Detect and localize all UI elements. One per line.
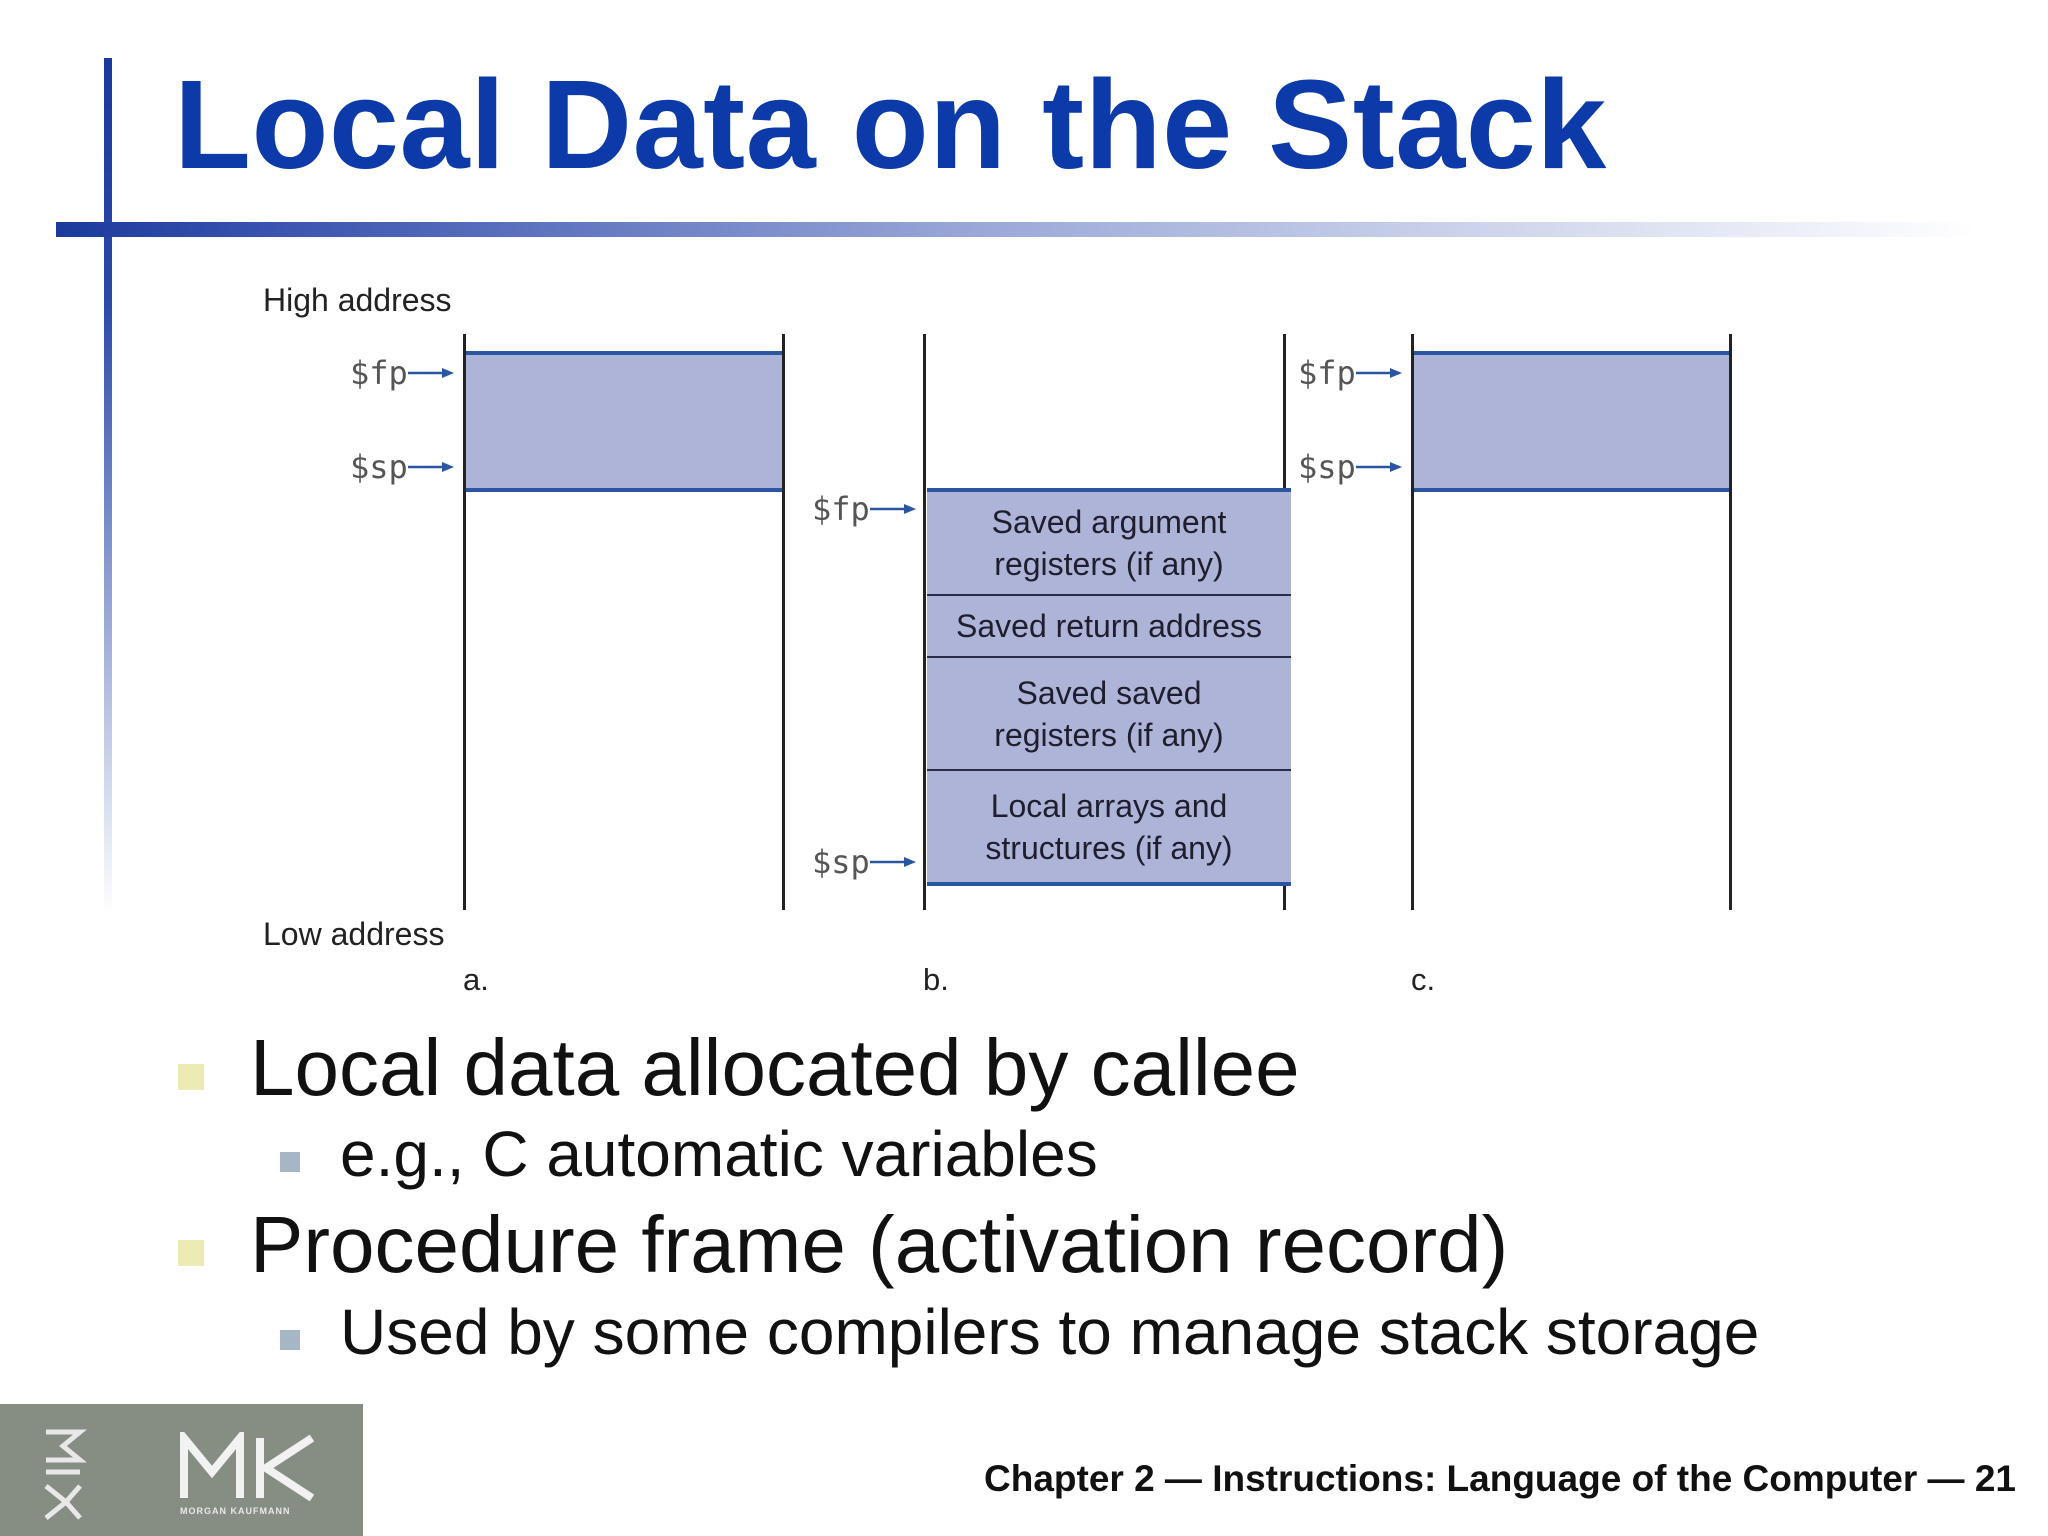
panel-a-fp-label: $fp — [350, 354, 408, 392]
bullet-square-icon — [178, 1064, 204, 1090]
sub-bullet-text: Used by some compilers to manage stack s… — [340, 1296, 1760, 1368]
panel-c-fp-arrow-icon — [1356, 368, 1402, 378]
bullet-text: Local data allocated by callee — [250, 1023, 1300, 1112]
panel-b-label: b. — [923, 962, 949, 997]
frame-segment-local-arrays: Local arrays and structures (if any) — [927, 771, 1291, 886]
logo-subtitle: MORGAN KAUFMANN — [180, 1506, 291, 1516]
slide-footer: Chapter 2 — Instructions: Language of th… — [984, 1458, 2016, 1499]
frame-segment-saved-registers: Saved saved registers (if any) — [927, 658, 1291, 771]
panel-b-sp-arrow-icon — [870, 857, 916, 867]
panel-a-sp-arrow-icon — [408, 462, 454, 472]
mk-logo-icon — [180, 1432, 315, 1502]
panel-a-frame-block — [466, 351, 782, 492]
sub-bullet-square-icon — [280, 1152, 300, 1172]
high-address-label: High address — [263, 282, 452, 318]
panel-c-right-rail — [1729, 334, 1732, 910]
panel-a-fp-arrow-icon — [408, 368, 454, 378]
panel-c-left-rail — [1411, 334, 1414, 910]
slide-title: Local Data on the Stack — [174, 54, 1607, 195]
panel-c-sp-label: $sp — [1298, 448, 1356, 486]
publisher-logo: MORGAN KAUFMANN — [0, 1404, 363, 1536]
frame-segment-saved-arguments: Saved argument registers (if any) — [927, 488, 1291, 596]
panel-b-left-rail — [923, 334, 926, 910]
panel-c-label: c. — [1411, 962, 1436, 997]
panel-b-fp-arrow-icon — [870, 504, 916, 514]
panel-a-right-rail — [782, 334, 785, 910]
sub-bullet-text: e.g., C automatic variables — [340, 1118, 1098, 1190]
panel-b-sp-label: $sp — [812, 843, 870, 881]
panel-b-fp-label: $fp — [812, 490, 870, 528]
bullet-square-icon — [178, 1240, 204, 1266]
sub-bullet-square-icon — [280, 1330, 300, 1350]
panel-c-frame-block — [1414, 351, 1729, 492]
panel-c-fp-label: $fp — [1298, 354, 1356, 392]
low-address-label: Low address — [263, 916, 445, 952]
mk-vertical-logo-icon — [44, 1429, 87, 1520]
bullet-text: Procedure frame (activation record) — [250, 1200, 1509, 1289]
panel-a-left-rail — [463, 334, 466, 910]
panel-a-sp-label: $sp — [350, 448, 408, 486]
title-vertical-rule — [104, 58, 112, 916]
panel-c-sp-arrow-icon — [1356, 462, 1402, 472]
title-horizontal-rule — [56, 222, 1976, 237]
panel-a-label: a. — [463, 962, 489, 997]
frame-segment-return-address: Saved return address — [927, 596, 1291, 658]
